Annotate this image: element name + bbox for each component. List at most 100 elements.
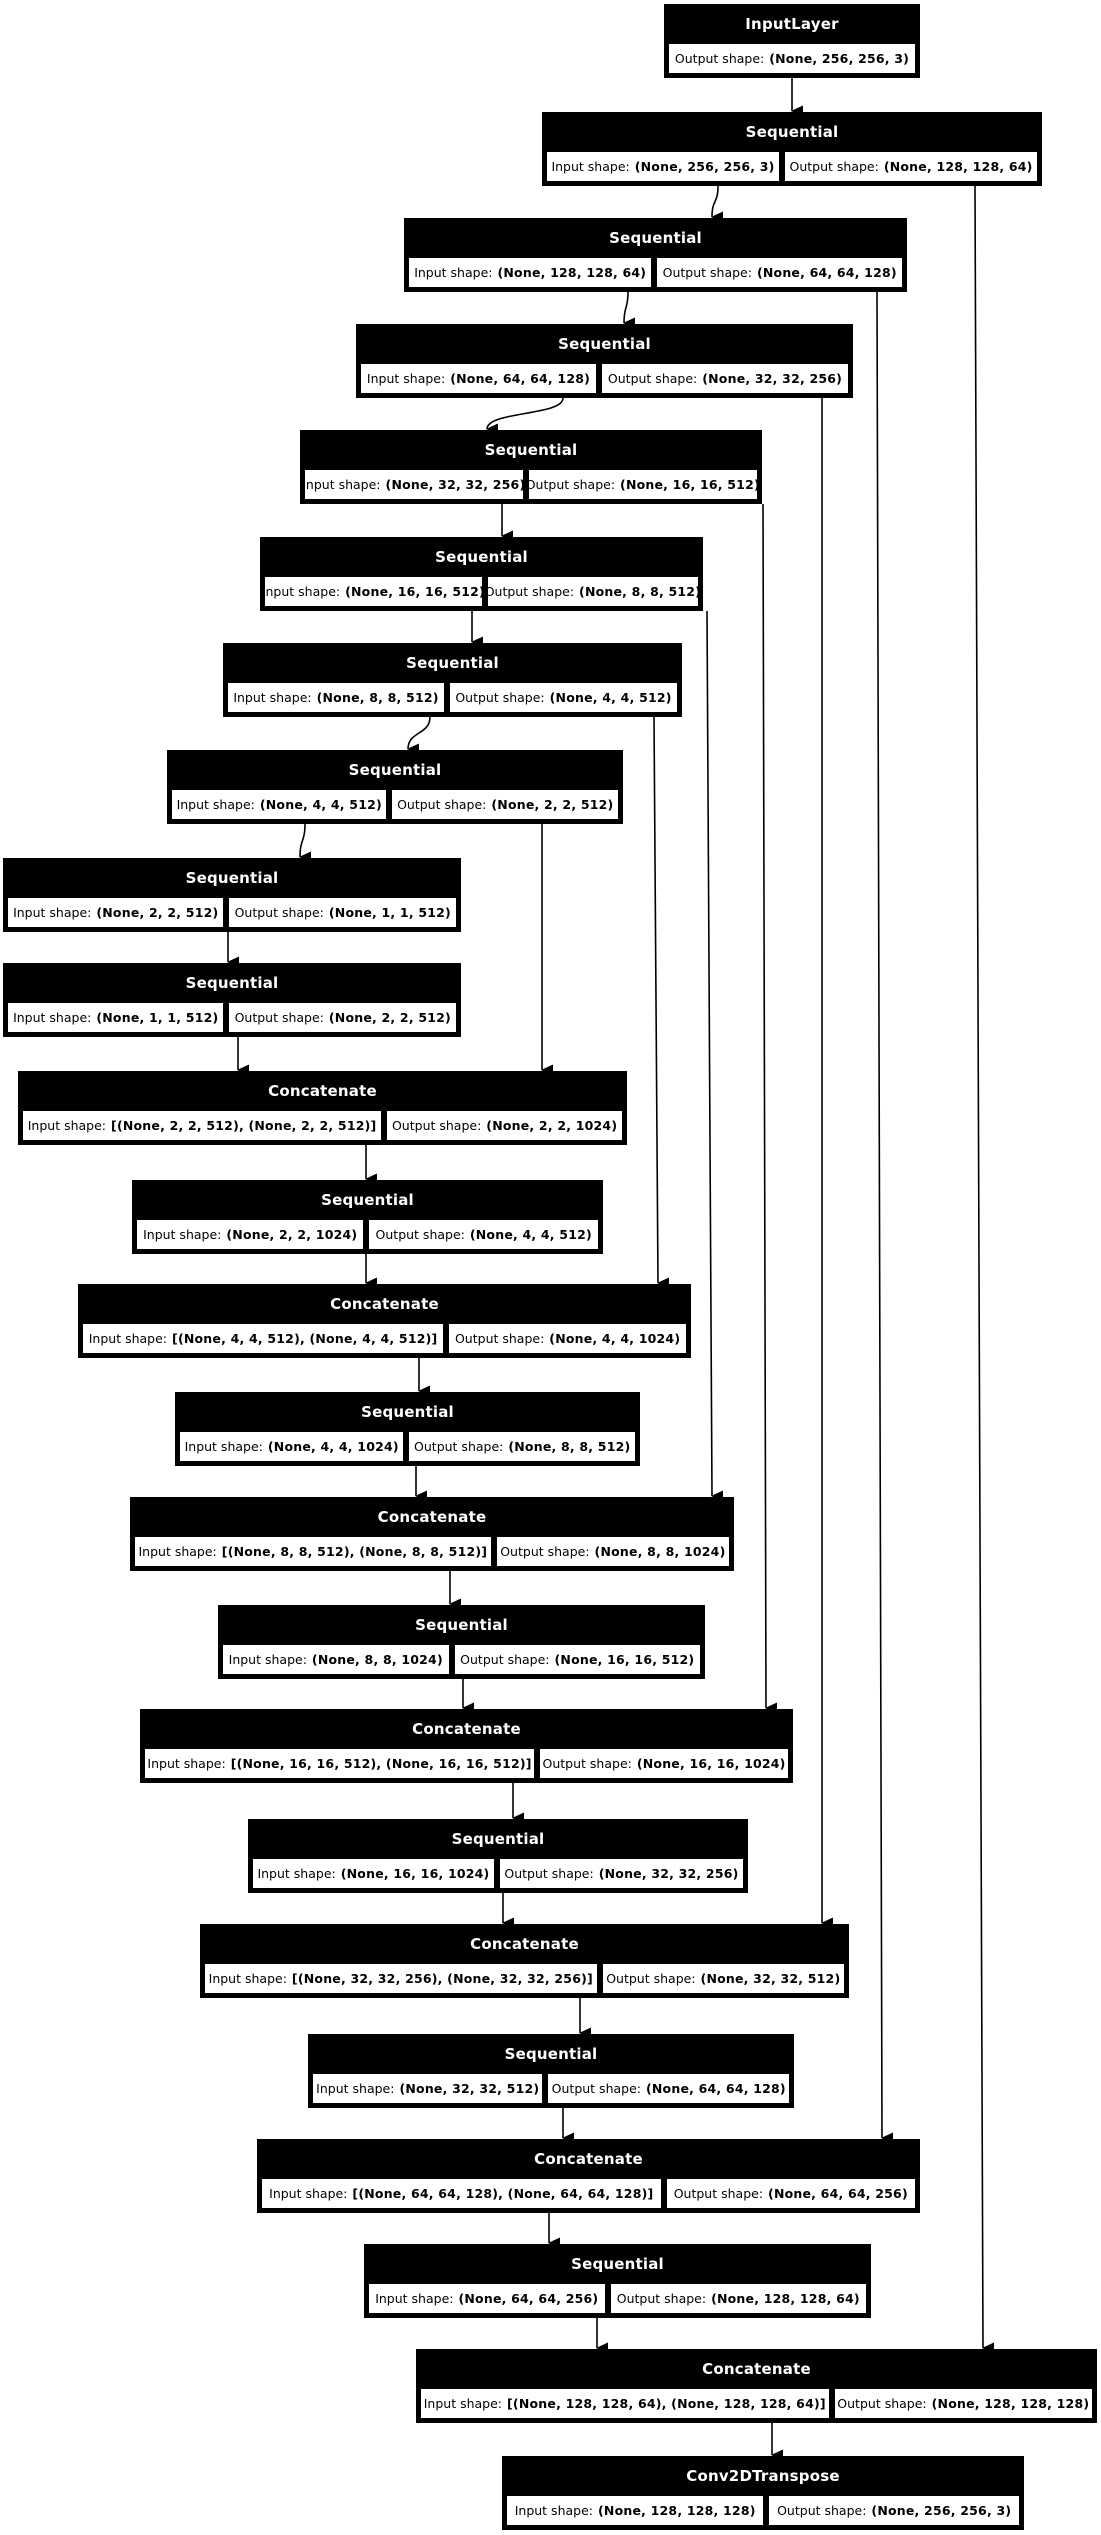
input-shape-value: [(None, 32, 32, 256), (None, 32, 32, 256…	[291, 1971, 593, 1986]
input-shape-value: (None, 16, 16, 1024)	[340, 1866, 490, 1881]
input-shape-prefix: Input shape:	[233, 690, 312, 705]
edge-7-to-13	[653, 716, 670, 1289]
input-shape-cell: Input shape:(None, 64, 64, 128)	[360, 363, 597, 394]
input-shape-prefix: Input shape:	[147, 1756, 226, 1771]
output-shape-value: (None, 4, 4, 512)	[469, 1227, 592, 1242]
input-shape-prefix: Input shape:	[184, 1439, 263, 1454]
shape-cells-row: Input shape:(None, 2, 2, 512)Output shap…	[4, 897, 460, 931]
shape-cells-row: Input shape:(None, 256, 256, 3)Output sh…	[543, 151, 1041, 185]
input-shape-cell: Input shape: [(None, 128, 128, 64), (None…	[420, 2388, 830, 2419]
input-shape-prefix: Input shape:	[366, 371, 446, 386]
input-shape-cell: Input shape:(None, 128, 128, 64)	[408, 257, 653, 288]
output-shape-prefix: Output shape:	[460, 1652, 550, 1667]
output-shape-prefix: Output shape:	[616, 2291, 707, 2306]
input-shape-cell: Input shape:(None, 2, 2, 1024)	[136, 1219, 365, 1250]
output-shape-cell: Output shape: (None, 4, 4, 512)	[368, 1219, 600, 1250]
input-shape-value: [(None, 4, 4, 512), (None, 4, 4, 512)]	[172, 1331, 438, 1346]
output-shape-value: (None, 64, 64, 128)	[756, 265, 897, 280]
input-shape-cell: Input shape:(None, 64, 64, 256)	[368, 2283, 606, 2314]
output-shape-cell: Output shape:(None, 64, 64, 256)	[665, 2178, 917, 2209]
layer-title: Concatenate	[377, 1508, 487, 1526]
shape-cells-row: Input shape: [(None, 128, 128, 64), (None…	[417, 2388, 1096, 2422]
input-shape-value: (None, 32, 32, 512)	[399, 2081, 540, 2096]
shape-cells-row: Input shape:[(None, 8, 8, 512), (None, 8…	[131, 1536, 733, 1570]
shape-cells-row: Input shape:(None, 128, 128, 64) Output s…	[405, 257, 906, 291]
input-shape-cell: Input shape:[(None, 64, 64, 128), (None,…	[261, 2178, 662, 2209]
output-shape-prefix: Output shape:	[662, 265, 752, 280]
layer-title: Concatenate	[330, 1295, 439, 1313]
layer-title: Concatenate	[702, 2360, 811, 2378]
input-shape-prefix: Input shape:	[551, 159, 630, 174]
shape-cells-row: Input shape:(None, 4, 4, 512)Output shap…	[168, 789, 622, 823]
input-shape-prefix: Input shape:	[228, 1652, 307, 1667]
output-shape-value: (None, 16, 16, 1024)	[636, 1756, 786, 1771]
shape-cells-row: Input shape:(None, 8, 8, 512)Output shap…	[224, 682, 681, 716]
output-shape-cell: Output shape:(None, 4, 4, 1024)	[448, 1323, 688, 1354]
shape-cells-row: Input shape:(None, 64, 64, 128)Output sh…	[357, 363, 852, 397]
shape-cells-row: Input shape: (None, 128, 128, 128) Output …	[503, 2495, 1023, 2529]
input-shape-prefix: Input shape:	[208, 1971, 287, 1986]
output-shape-prefix: Output shape:	[606, 1971, 696, 1986]
output-shape-cell: Output shape:(None, 8, 8, 512)	[408, 1431, 637, 1462]
output-shape-prefix: Output shape:	[777, 2503, 867, 2518]
input-shape-cell: Input shape:(None, 4, 4, 512)	[171, 789, 388, 820]
output-shape-prefix: Output shape:	[391, 1118, 482, 1133]
edge-5-to-17	[762, 503, 778, 1714]
layer-title: Sequential	[348, 761, 442, 779]
input-shape-cell: Input shape:(None, 1, 1, 512)	[7, 1002, 225, 1033]
shape-cells-row: Input shape: [(None, 32, 32, 256), (None,…	[201, 1963, 848, 1997]
layer-title: Concatenate	[412, 1720, 521, 1738]
output-shape-value: (None, 128, 128, 128)	[931, 2396, 1090, 2411]
output-shape-value: (None, 32, 32, 512)	[700, 1971, 841, 1986]
input-shape-cell: Input shape:(None, 32, 32, 256)	[304, 469, 524, 500]
output-shape-cell: Output shape:(None, 32, 32, 256)	[600, 363, 850, 394]
input-shape-value: (None, 8, 8, 512)	[316, 690, 439, 705]
input-shape-value: [(None, 128, 128, 64), (None, 128, 128, …	[507, 2396, 826, 2411]
input-shape-prefix: Input shape:	[304, 477, 381, 492]
output-shape-value: (None, 256, 256, 3)	[871, 2503, 1012, 2518]
input-shape-prefix: Input shape:	[27, 1118, 107, 1133]
input-shape-prefix: Input shape:	[423, 2396, 503, 2411]
input-shape-value: (None, 2, 2, 512)	[96, 905, 219, 920]
layer-title: Sequential	[504, 2045, 598, 2063]
input-shape-prefix: Input shape:	[143, 1227, 222, 1242]
output-shape-value: (None, 4, 4, 512)	[549, 690, 672, 705]
shape-cells-row: Input shape:(None, 32, 32, 256)Output sh…	[301, 469, 761, 503]
layer-title: Sequential	[609, 229, 702, 247]
output-shape-cell: Output shape:(None, 64, 64, 128)	[547, 2073, 791, 2104]
input-shape-value: (None, 16, 16, 512)	[345, 584, 483, 599]
input-shape-value: (None, 128, 128, 128)	[598, 2503, 756, 2518]
output-shape-prefix: Output shape:	[234, 1010, 324, 1025]
output-shape-value: (None, 2, 2, 1024)	[486, 1118, 618, 1133]
output-shape-value: (None, 32, 32, 256)	[702, 371, 843, 386]
shape-cells-row: Input shape:(None, 16, 16, 1024)Output s…	[249, 1858, 747, 1892]
input-shape-value: (None, 128, 128, 64)	[497, 265, 647, 280]
input-shape-cell: Input shape:(None, 256, 256, 3)	[546, 151, 781, 182]
input-shape-prefix: Input shape:	[375, 2291, 454, 2306]
shape-cells-row: Input shape:[(None, 64, 64, 128), (None,…	[258, 2178, 919, 2212]
input-shape-value: [(None, 16, 16, 512), (None, 16, 16, 512…	[230, 1756, 532, 1771]
shape-cells-row: Input shape:(None, 64, 64, 256) Output sh…	[365, 2283, 870, 2317]
output-shape-value: (None, 64, 64, 128)	[645, 2081, 786, 2096]
shape-cells-row: Input shape:(None, 1, 1, 512) Output shap…	[4, 1002, 460, 1036]
layer-title: Sequential	[451, 1830, 545, 1848]
shape-cells-row: Input shape:(None, 32, 32, 512)Output sh…	[309, 2073, 793, 2107]
input-shape-cell: Input shape:(None, 8, 8, 1024)	[222, 1644, 450, 1675]
input-shape-cell: Input shape:(None, 4, 4, 1024)	[179, 1431, 405, 1462]
output-shape-prefix: Output shape:	[375, 1227, 465, 1242]
shape-cells-row: Input shape:(None, 8, 8, 1024) Output sha…	[219, 1644, 704, 1678]
shape-cells-row: Output shape:(None, 256, 256, 3)	[665, 43, 919, 77]
output-shape-cell: Output shape: (None, 256, 256, 3)	[768, 2495, 1020, 2526]
input-shape-cell: Input shape: [(None, 16, 16, 512), (None,…	[144, 1748, 536, 1779]
input-shape-prefix: Input shape:	[514, 2503, 593, 2518]
